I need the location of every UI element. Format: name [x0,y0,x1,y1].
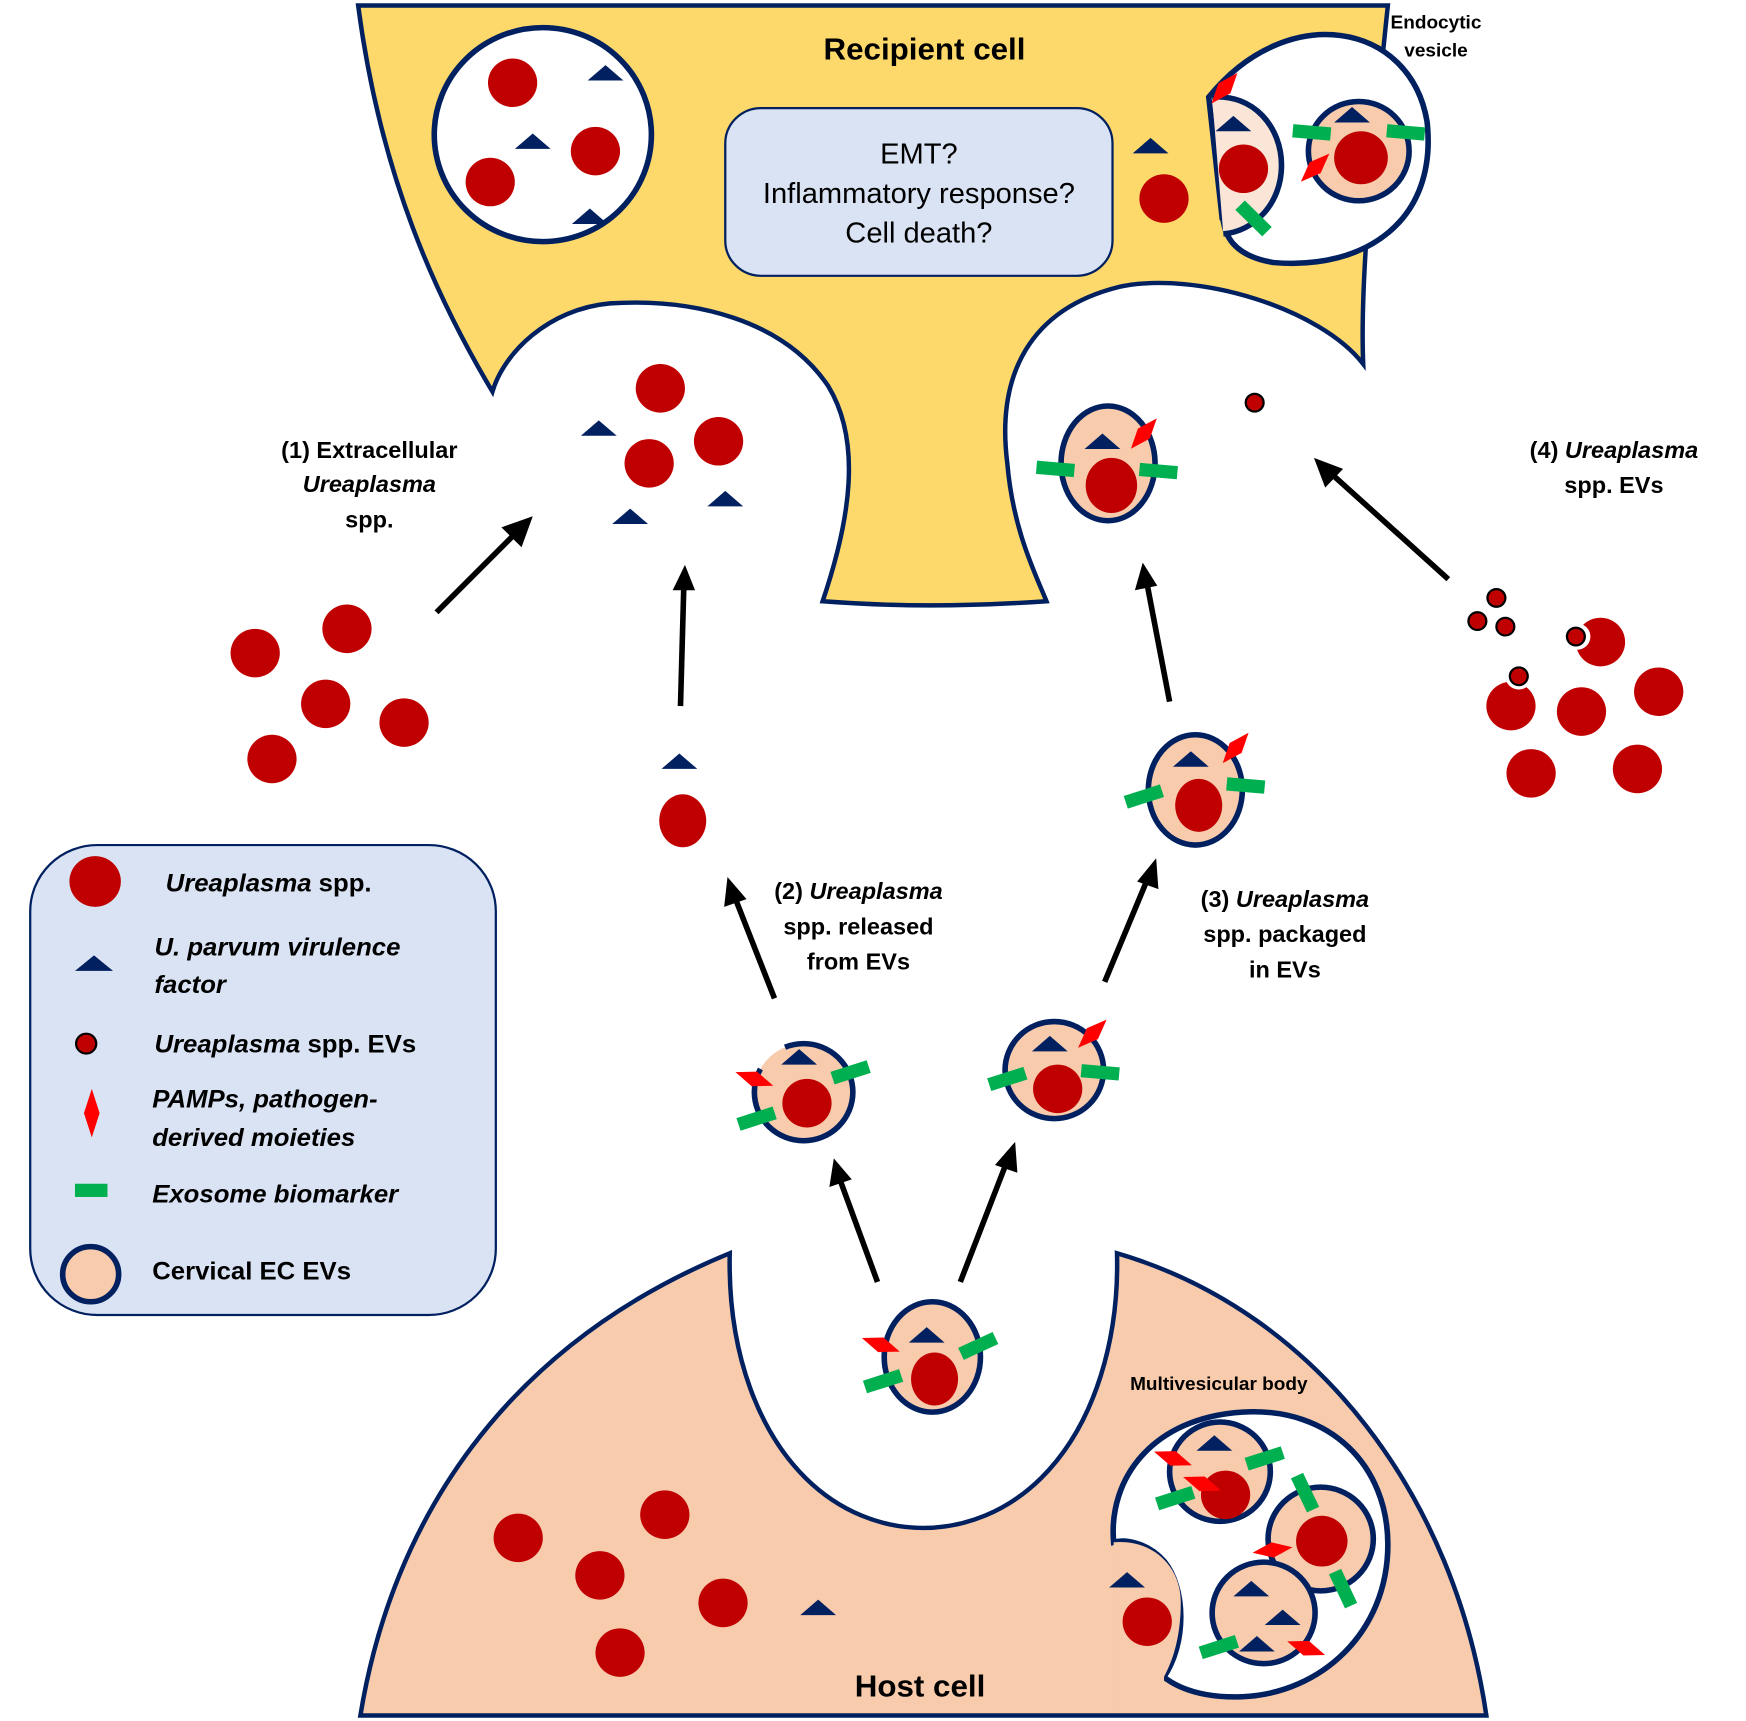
extracellular-ureaplasma-group [230,604,429,784]
svg-text:from EVs: from EVs [807,949,910,975]
ureaplasma-cell [1334,131,1388,185]
pathway-4-label: (4) Ureaplasma spp. EVs [1530,437,1698,498]
intraluminal-vesicle [1151,1419,1285,1525]
endocytic-vesicle-label: Endocytic [1391,13,1482,34]
svg-text:spp.: spp. [345,506,393,532]
intracellular-vesicle [431,24,655,245]
rupturing-cervical-ev [732,1040,871,1144]
arrow-pathway-3-upper [1134,562,1173,703]
svg-text:spp. released: spp. released [783,914,933,940]
arrow-pathway-4 [1313,457,1451,582]
outcome-question-box: EMT? Inflammatory response? Cell death? [724,107,1114,277]
svg-text:derived moieties: derived moieties [152,1124,355,1152]
question-cell-death: Cell death? [845,218,992,250]
svg-text:Exosome biomarker: Exosome biomarker [152,1181,400,1209]
svg-text:spp. packaged: spp. packaged [1203,921,1366,947]
intraluminal-vesicle [1198,1559,1328,1667]
virulence-factor-icon [661,753,698,769]
ureaplasma-cell [570,126,621,176]
svg-text:(1) Extracellular: (1) Extracellular [281,437,457,463]
svg-text:(2) Ureaplasma: (2) Ureaplasma [774,878,942,904]
secreted-cervical-ev [859,1299,999,1415]
ureaplasma-cell [1218,144,1269,194]
endocytic-vesicle [1205,31,1431,267]
legend-item-cervical-ec-evs: Cervical EC EVs [59,1243,351,1305]
svg-text:spp. EVs: spp. EVs [1564,472,1663,498]
svg-text:Cervical EC EVs: Cervical EC EVs [152,1258,351,1286]
virulence-factor-icon [580,420,617,436]
cervical-ev [1123,727,1266,848]
question-emt: EMT? [880,138,958,170]
legend-item-virulence-factor: U. parvum virulence factor [74,934,400,999]
svg-text:Ureaplasma spp. EVs: Ureaplasma spp. EVs [154,1031,416,1059]
endocytic-vesicle-label: vesicle [1404,40,1467,61]
ureaplasma-cell [1139,174,1189,223]
virulence-factor-icon [707,490,744,507]
svg-text:U. parvum virulence: U. parvum virulence [154,934,400,962]
ureaplasma-ev [1244,392,1265,413]
legend-item-exosome-biomarker: Exosome biomarker [74,1181,400,1209]
virulence-factor-icon [612,508,649,525]
pathway-1-label: (1) Extracellular Ureaplasma spp. [281,437,457,532]
svg-text:in EVs: in EVs [1249,957,1321,983]
arrow-pathway-2-lower [724,877,778,1000]
arrows [434,457,1451,1283]
recipient-cell-title: Recipient cell [823,32,1025,67]
ureaplasma-cell [465,157,515,207]
ureaplasma-cell [635,364,685,413]
arrow-host-right [957,1141,1018,1283]
host-cell-title: Host cell [855,1669,986,1704]
cervical-ev [1035,403,1178,524]
intraluminal-vesicle [1251,1472,1377,1609]
multivesicular-body [1109,1409,1391,1710]
svg-text:(3) Ureaplasma: (3) Ureaplasma [1201,886,1369,912]
question-inflammatory: Inflammatory response? [763,178,1075,210]
ureaplasma-cell [624,439,674,488]
pathway-3-label: (3) Ureaplasma spp. packaged in EVs [1201,886,1369,982]
ureaplasma-evs-group [1467,588,1684,798]
ureaplasma-cell [487,58,538,108]
cervical-ev [987,1014,1120,1122]
arrow-pathway-3-lower [1102,858,1159,983]
ureaplasma-cell [693,417,744,466]
legend: Ureaplasma spp. U. parvum virulence fact… [29,843,497,1317]
svg-text:(4) Ureaplasma: (4) Ureaplasma [1530,437,1698,463]
fusing-vesicle [1109,1542,1181,1710]
legend-item-ureaplasma: Ureaplasma spp. [69,856,372,907]
legend-item-ureaplasma-evs: Ureaplasma spp. EVs [74,1031,416,1059]
mvb-label: Multivesicular body [1130,1374,1308,1395]
svg-text:Ureaplasma: Ureaplasma [303,471,436,497]
arrow-pathway-1 [434,516,533,615]
svg-text:Ureaplasma spp.: Ureaplasma spp. [166,870,372,898]
pathway-2-label: (2) Ureaplasma spp. released from EVs [774,878,942,974]
arrow-host-left [829,1158,881,1283]
intracellular-ureaplasma-group [493,1490,837,1677]
svg-text:factor: factor [154,971,228,999]
ureaplasma-cell [659,794,707,848]
svg-text:PAMPs, pathogen-: PAMPs, pathogen- [152,1086,377,1114]
arrow-pathway-2-upper [672,564,696,707]
